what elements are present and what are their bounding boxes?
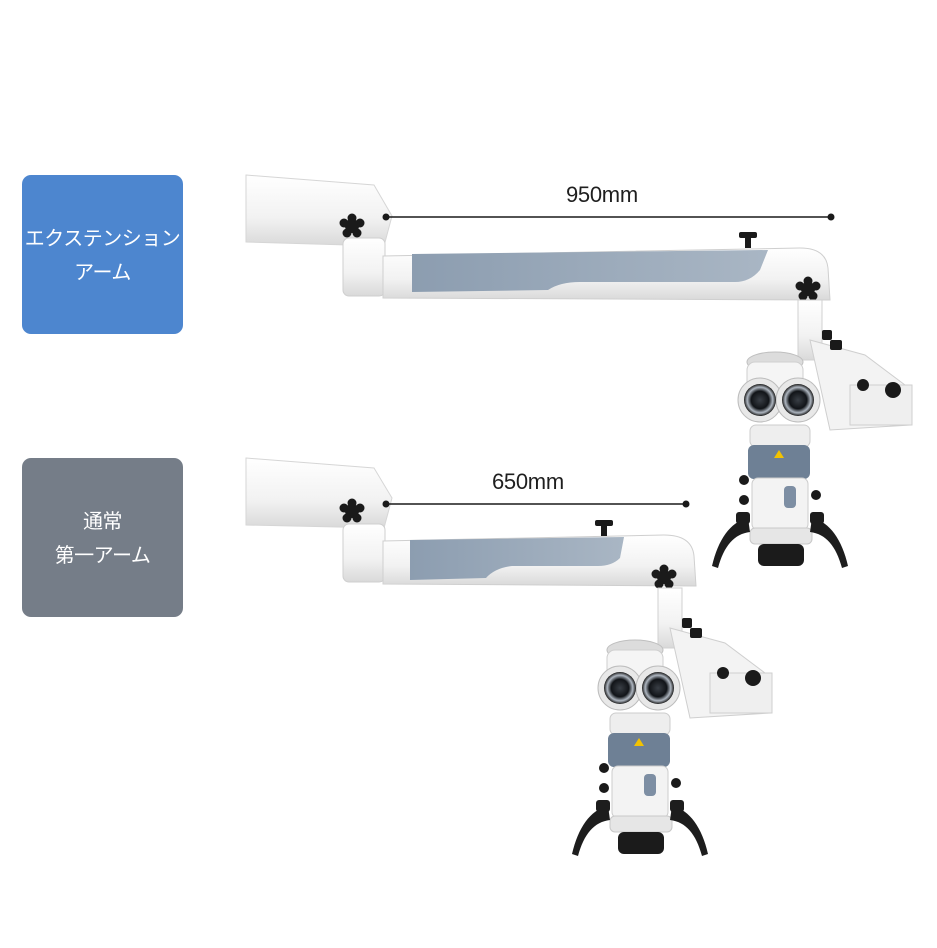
microscope-icon bbox=[571, 587, 773, 857]
knob-icon bbox=[595, 520, 613, 536]
label-extension-line-1: エクステンション bbox=[24, 225, 181, 250]
extension-arm-assembly bbox=[245, 174, 913, 569]
label-standard-line-1: 通常 bbox=[83, 508, 123, 533]
label-standard-line-2: 第一アーム bbox=[54, 542, 151, 567]
length-label-standard: 650mm bbox=[492, 469, 564, 494]
label-standard-arm: 通常 第一アーム bbox=[22, 458, 183, 617]
standard-arm-assembly bbox=[245, 457, 773, 857]
microscope-icon bbox=[711, 299, 913, 569]
length-label-extension: 950mm bbox=[566, 182, 638, 207]
label-extension-arm: エクステンション アーム bbox=[22, 175, 183, 334]
label-extension-line-2: アーム bbox=[74, 259, 131, 284]
knob-icon bbox=[739, 232, 757, 248]
